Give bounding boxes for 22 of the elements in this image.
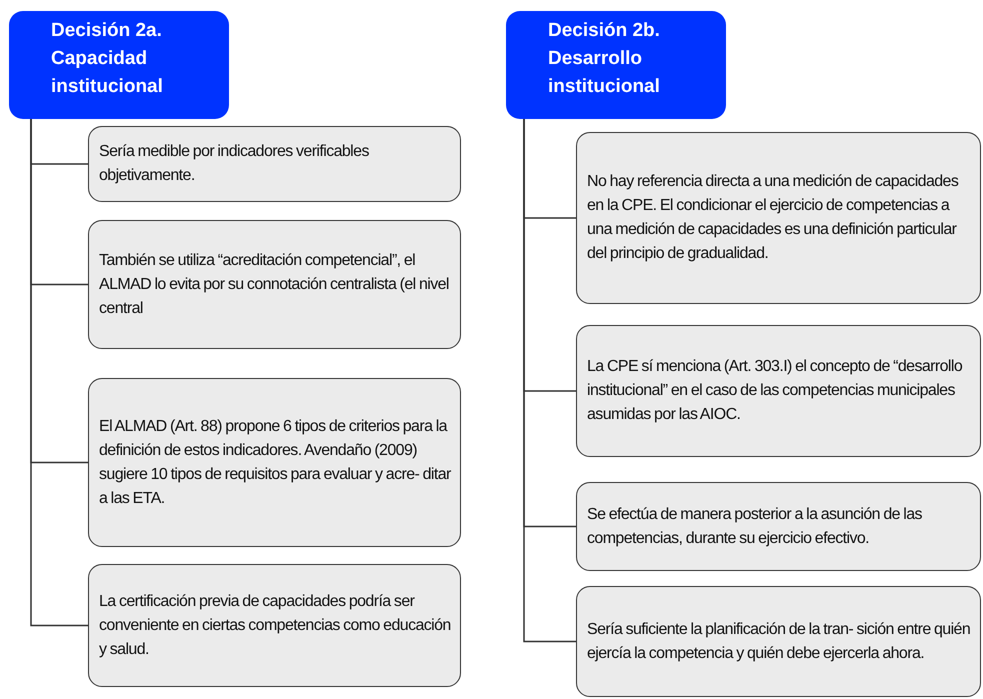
note-text: Se efectúa de manera posterior a la asunción de las competencias, durante su ejercicio efectivo. — [587, 504, 923, 548]
note-text: La certificación previa de capacidades podría ser conveniente en ciertas competencias como educación y salud. — [99, 592, 452, 660]
header-text: Decisión 2b. Desarrollo institucional — [548, 20, 660, 97]
note-box — [88, 564, 461, 687]
decision-header-box — [9, 11, 229, 119]
note-box — [88, 126, 461, 202]
header-text: Decisión 2a. Capacidad institucional — [51, 20, 163, 97]
connector-line — [523, 119, 576, 642]
note-box — [576, 586, 981, 697]
note-box — [576, 132, 981, 304]
decision-header-box — [506, 11, 726, 119]
note-box — [88, 378, 461, 547]
note-text: También se utiliza “acreditación competencial”, el ALMAD lo evita por su connotación centralista (el nivel central — [99, 251, 450, 319]
note-box — [88, 220, 461, 349]
note-box — [576, 482, 981, 571]
note-text: No hay referencia directa a una medición de capacidades en la CPE. El condicionar el ejercicio de competencias a una medición de capacidades es una definición particular del principio de gradualidad. — [587, 172, 960, 264]
note-text: El ALMAD (Art. 88) propone 6 tipos de criterios para la definición de estos indicadores. Avendaño (2009) sugiere 10 tipos de requisitos para evaluar y acre- ditar a las ETA. — [99, 416, 452, 508]
note-text: Sería medible por indicadores verificables objetivamente. — [99, 142, 370, 186]
note-text: La CPE sí menciona (Art. 303.I) el concepto de “desarrollo institucional” en el caso de las competencias municipales asumidas por las AIOC. — [587, 357, 964, 425]
connector-line — [30, 119, 88, 626]
note-box — [576, 325, 981, 457]
note-text: Sería suficiente la planificación de la tran- sición entre quién ejercía la competencia y quién debe ejercerla ahora. — [587, 620, 972, 664]
